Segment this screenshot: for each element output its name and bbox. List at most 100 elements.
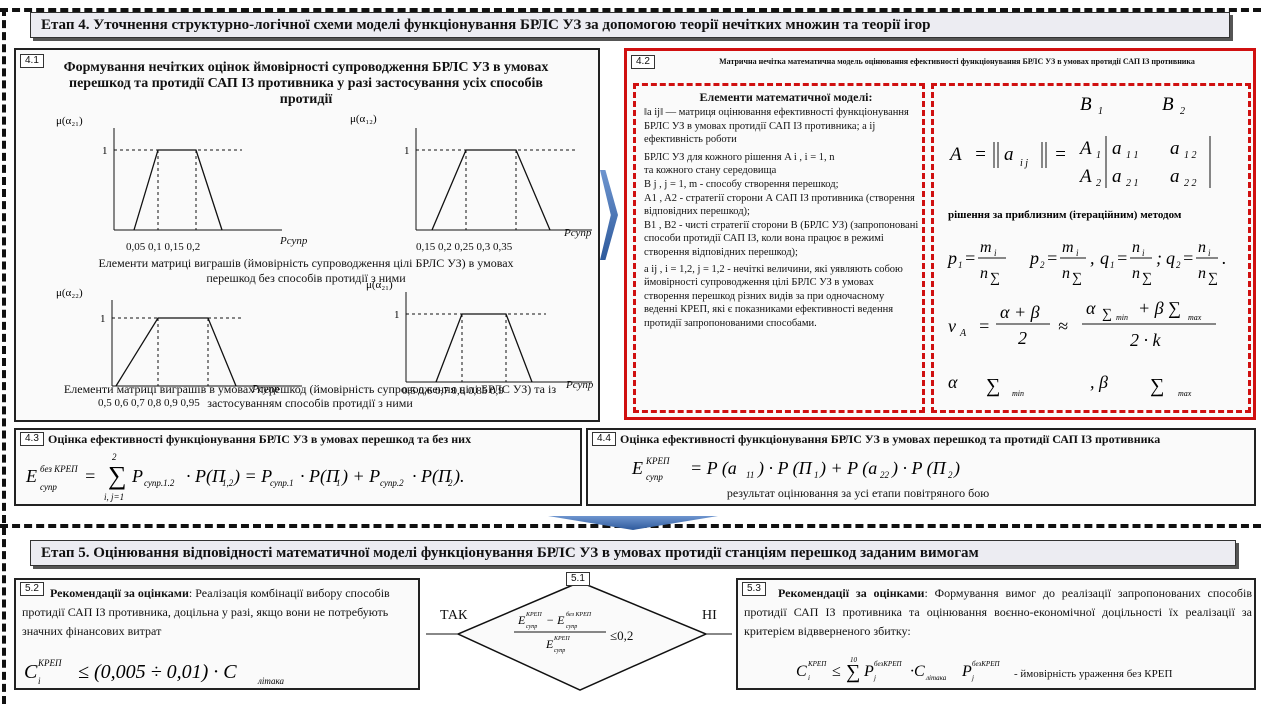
svg-text:n: n [1132, 265, 1140, 282]
svg-text:КРЕП: КРЕП [645, 456, 670, 466]
svg-text:2 2: 2 2 [1184, 178, 1197, 189]
svg-text:∑: ∑ [1208, 271, 1218, 286]
svg-text:супр: супр [526, 624, 537, 630]
panel-number: 4.2 [631, 55, 655, 69]
svg-text:супр.1: супр.1 [270, 478, 294, 488]
chart4-xticks: 0,5 0,6 0,7 0,8 0,85 0,9 [402, 385, 504, 397]
frame-top-dash [0, 8, 1261, 12]
chart3-xlabel: Pсупр [252, 383, 280, 395]
svg-text:p: p [1028, 248, 1039, 268]
svg-text:≈: ≈ [1058, 316, 1068, 336]
chart2-xticks: 0,15 0,2 0,25 0,3 0,35 [416, 241, 513, 253]
chart4-ytick: 1 [394, 309, 400, 321]
svg-text:2: 2 [1176, 260, 1181, 270]
svg-text:КРЕП: КРЕП [37, 658, 62, 668]
svg-text:= P (a: = P (a [690, 458, 737, 479]
svg-text:i, j=1: i, j=1 [104, 492, 124, 502]
svg-text:+ β ∑: + β ∑ [1138, 298, 1181, 318]
svg-text:max: max [1188, 313, 1202, 322]
svg-text:супр.1.2: супр.1.2 [144, 478, 175, 488]
svg-text:2: 2 [1040, 260, 1045, 270]
svg-text:1: 1 [814, 470, 819, 480]
stage4-title: Етап 4. Уточнення структурно-логічної сх… [30, 12, 1230, 38]
svg-text:=: = [1046, 248, 1058, 268]
svg-text:1: 1 [1098, 106, 1103, 117]
svg-text:· P(Π: · P(Π [186, 466, 226, 487]
svg-text:j: j [971, 674, 974, 682]
elements-title: Елементи математичної моделі: [699, 90, 873, 104]
panel-5-3: 5.3 Рекомендації за оцінками: Формування… [736, 578, 1256, 690]
svg-text:a: a [1004, 144, 1014, 165]
chart3-ytick: 1 [100, 313, 106, 325]
decision-no-label: НІ [702, 608, 717, 623]
recommendation-text: Рекомендації за оцінками: Реалізація ком… [22, 584, 416, 641]
svg-text:∑: ∑ [990, 271, 1000, 286]
svg-text:КРЕП: КРЕП [525, 612, 542, 618]
element-line: ‖a ij‖ — матриця оцінювання ефективності… [644, 107, 909, 146]
caption-no-countermeasures: Елементи матриці виграшів (ймовірність с… [98, 256, 514, 285]
svg-text:q: q [1166, 248, 1175, 268]
svg-text:P: P [961, 663, 972, 680]
svg-text:ν: ν [948, 316, 956, 336]
svg-text:· P(Π: · P(Π [412, 466, 452, 487]
panel-title: Оцінка ефективності функціонування БРЛС … [620, 432, 1161, 446]
svg-text:≤: ≤ [832, 663, 841, 680]
svg-text:n: n [1062, 265, 1070, 282]
chart1-ytick: 1 [102, 145, 108, 157]
svg-text:без КРЕП: без КРЕП [40, 464, 78, 474]
panel-number: 5.3 [742, 582, 766, 596]
svg-text:A: A [948, 144, 962, 165]
svg-text:C: C [796, 663, 807, 680]
svg-text:=: = [1182, 248, 1194, 268]
recommendation-body: : Реалізація комбінації вибору способів … [22, 586, 390, 638]
svg-text:супр: супр [554, 648, 565, 654]
chart2-ylabel: μ(α₁₂) [350, 113, 377, 125]
damage-caption: - ймовірність ураження без КРЕП [1014, 668, 1173, 680]
svg-text:≤ (0,005 ÷ 0,01) · C: ≤ (0,005 ÷ 0,01) · C [78, 661, 237, 683]
chart2-xlabel: Pсупр [564, 227, 592, 239]
chart1-xticks: 0,05 0,1 0,15 0,2 [126, 241, 201, 253]
svg-text:− E: − E [546, 613, 565, 627]
svg-text:=: = [974, 144, 987, 165]
svg-text:m: m [980, 239, 992, 256]
element-line: A1 , A2 - стратегії сторони А САП ІЗ про… [644, 192, 915, 218]
svg-text:P: P [863, 663, 874, 680]
svg-text:=: = [1054, 144, 1067, 165]
svg-text:) · P (Π: ) · P (Π [757, 458, 813, 479]
svg-text:p: p [946, 248, 957, 268]
chart1-ylabel: μ(α₂₁) [56, 115, 83, 127]
chart4-ylabel: μ(α₂₁) [366, 279, 393, 291]
svg-text:n: n [1198, 239, 1206, 256]
frame-left-dash [2, 8, 6, 704]
svg-text:1: 1 [336, 478, 341, 488]
svg-text:літака: літака [257, 676, 285, 686]
svg-text:.: . [1222, 248, 1227, 268]
model-elements-box: Елементи математичної моделі: ‖a ij‖ — м… [633, 83, 925, 413]
recommendation-text: Рекомендації за оцінками: Формування вим… [744, 584, 1252, 641]
membership-chart-2: μ(α₁₂) 1 [350, 113, 592, 231]
svg-text:22: 22 [880, 470, 890, 480]
recommendation-body: : Формування вимог до реалізації запропо… [744, 586, 1252, 638]
svg-text:i: i [994, 248, 997, 258]
svg-text:1: 1 [958, 260, 963, 270]
svg-text:∑: ∑ [1150, 375, 1164, 397]
svg-text:E: E [517, 613, 526, 627]
panel-4-3: 4.3 Оцінка ефективності функціонування Б… [14, 428, 582, 506]
svg-text:літака: літака [925, 674, 947, 682]
svg-text:супр: супр [566, 624, 577, 630]
svg-text:α: α [1086, 298, 1096, 318]
svg-text:P: P [131, 466, 143, 486]
element-line: БРЛС УЗ для кожного рішення A i , i = 1,… [644, 151, 835, 163]
svg-text:) + P (a: ) + P (a [819, 458, 877, 479]
svg-text:КРЕП: КРЕП [553, 636, 570, 642]
svg-text:1: 1 [1096, 150, 1101, 161]
recommendation-label: Рекомендації за оцінками [50, 586, 189, 600]
svg-text:A: A [1078, 166, 1092, 187]
panel-number: 5.1 [566, 572, 590, 586]
recommendation-label: Рекомендації за оцінками [778, 586, 925, 600]
panel-title: Оцінка ефективності функціонування БРЛС … [48, 432, 472, 446]
